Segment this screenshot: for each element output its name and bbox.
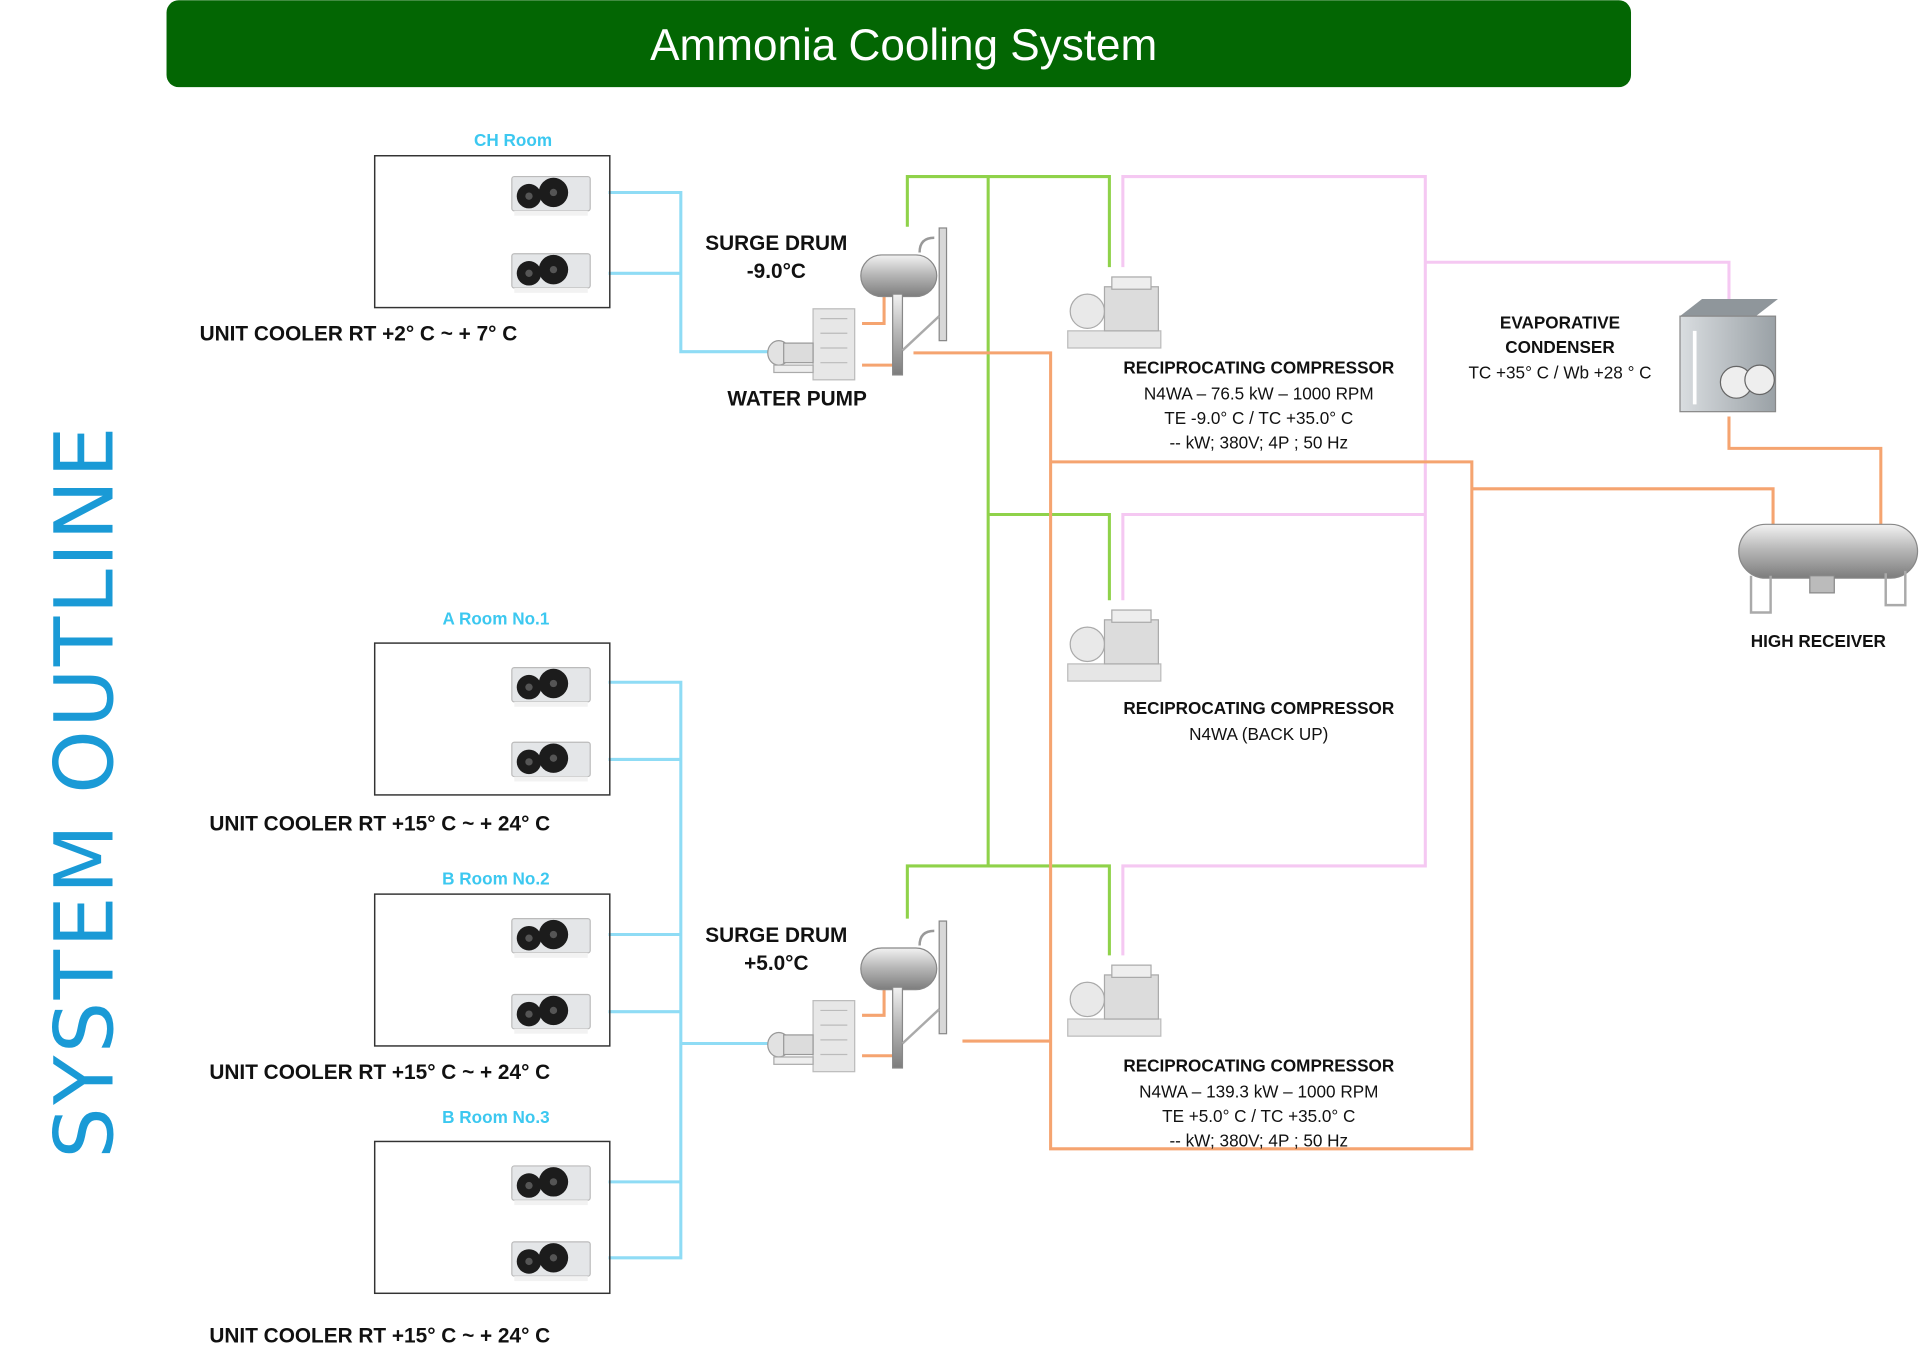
water-pump-icon xyxy=(767,1000,856,1073)
compressor-spec: -- kW; 380V; 4P ; 50 Hz xyxy=(1169,1130,1348,1150)
water-pump-icon xyxy=(767,308,856,381)
liquid-pipes xyxy=(862,294,1883,1151)
surge-drum-2: SURGE DRUM +5.0°C xyxy=(705,919,948,1073)
room-caption: UNIT COOLER RT +15° C ~ + 24° C xyxy=(209,1324,550,1347)
condenser-spec: TC +35° C / Wb +28 ° C xyxy=(1468,363,1651,383)
surge-drum-1: SURGE DRUM -9.0°C WATER PUMP xyxy=(705,226,948,411)
room-b3: B Room No.3 UNIT COOLER RT +15° C ~ + 24… xyxy=(209,1107,611,1347)
compressor-3: RECIPROCATING COMPRESSOR N4WA – 139.3 kW… xyxy=(1067,964,1395,1150)
room-caption: UNIT COOLER RT +15° C ~ + 24° C xyxy=(209,1061,550,1084)
receiver-label: HIGH RECEIVER xyxy=(1751,631,1887,651)
side-title: SYSTEM OUTLINE xyxy=(39,424,133,1158)
header-bar xyxy=(166,0,1632,88)
unit-cooler-icon xyxy=(511,917,591,959)
unit-cooler-icon xyxy=(511,253,591,294)
compressor-title: RECIPROCATING COMPRESSOR xyxy=(1123,698,1394,718)
discharge-pipes xyxy=(1121,175,1731,956)
compressor-1: RECIPROCATING COMPRESSOR N4WA – 76.5 kW … xyxy=(1067,276,1395,452)
compressor-spec: TE -9.0° C / TC +35.0° C xyxy=(1164,408,1353,428)
room-ch: CH Room UNIT COOLER RT +2° C ~ + 7° C xyxy=(200,130,611,346)
compressor-2: RECIPROCATING COMPRESSOR N4WA (BACK UP) xyxy=(1067,609,1395,744)
unit-cooler-icon xyxy=(511,1241,591,1282)
surge-drum-label: SURGE DRUM xyxy=(705,232,847,255)
room-label: CH Room xyxy=(474,130,552,150)
unit-cooler-icon xyxy=(511,741,591,783)
condenser-icon xyxy=(1679,299,1778,413)
room-box xyxy=(373,1140,611,1295)
surge-drum-icon xyxy=(859,919,948,1070)
room-box xyxy=(373,642,611,796)
high-receiver: HIGH RECEIVER xyxy=(1738,523,1919,651)
room-a1: A Room No.1 UNIT COOLER RT +15° C ~ + 24… xyxy=(209,609,611,835)
room-label: B Room No.2 xyxy=(442,868,550,888)
receiver-icon xyxy=(1738,523,1919,614)
compressor-spec: N4WA – 76.5 kW – 1000 RPM xyxy=(1144,383,1374,403)
compressor-icon xyxy=(1067,964,1162,1037)
unit-cooler-icon xyxy=(511,993,591,1035)
room-caption: UNIT COOLER RT +2° C ~ + 7° C xyxy=(200,323,518,346)
surge-drum-temp: -9.0°C xyxy=(747,260,806,283)
condenser-label: CONDENSER xyxy=(1505,337,1615,357)
compressor-spec: -- kW; 380V; 4P ; 50 Hz xyxy=(1169,432,1348,452)
chilled-water-pipes xyxy=(608,190,774,1260)
compressor-icon xyxy=(1067,609,1162,682)
compressor-icon xyxy=(1067,276,1162,349)
surge-drum-label: SURGE DRUM xyxy=(705,924,847,947)
room-box xyxy=(373,893,611,1047)
compressor-title: RECIPROCATING COMPRESSOR xyxy=(1123,1056,1394,1076)
compressor-spec: N4WA (BACK UP) xyxy=(1189,724,1328,744)
room-box xyxy=(373,155,611,309)
water-pump-label: WATER PUMP xyxy=(727,388,867,411)
room-caption: UNIT COOLER RT +15° C ~ + 24° C xyxy=(209,812,550,835)
page-title: Ammonia Cooling System xyxy=(650,21,1157,70)
condenser-label: EVAPORATIVE xyxy=(1500,312,1620,332)
evaporative-condenser: EVAPORATIVE CONDENSER TC +35° C / Wb +28… xyxy=(1468,299,1778,413)
surge-drum-temp: +5.0°C xyxy=(744,952,808,975)
room-b2: B Room No.2 UNIT COOLER RT +15° C ~ + 24… xyxy=(209,868,611,1084)
unit-cooler-icon xyxy=(511,1165,591,1206)
room-label: B Room No.3 xyxy=(442,1107,550,1127)
compressor-spec: TE +5.0° C / TC +35.0° C xyxy=(1162,1106,1355,1126)
unit-cooler-icon xyxy=(511,666,591,708)
compressor-spec: N4WA – 139.3 kW – 1000 RPM xyxy=(1139,1081,1378,1101)
suction-pipes xyxy=(905,175,1111,956)
room-label: A Room No.1 xyxy=(442,609,549,629)
unit-cooler-icon xyxy=(511,175,591,217)
compressor-title: RECIPROCATING COMPRESSOR xyxy=(1123,358,1394,378)
